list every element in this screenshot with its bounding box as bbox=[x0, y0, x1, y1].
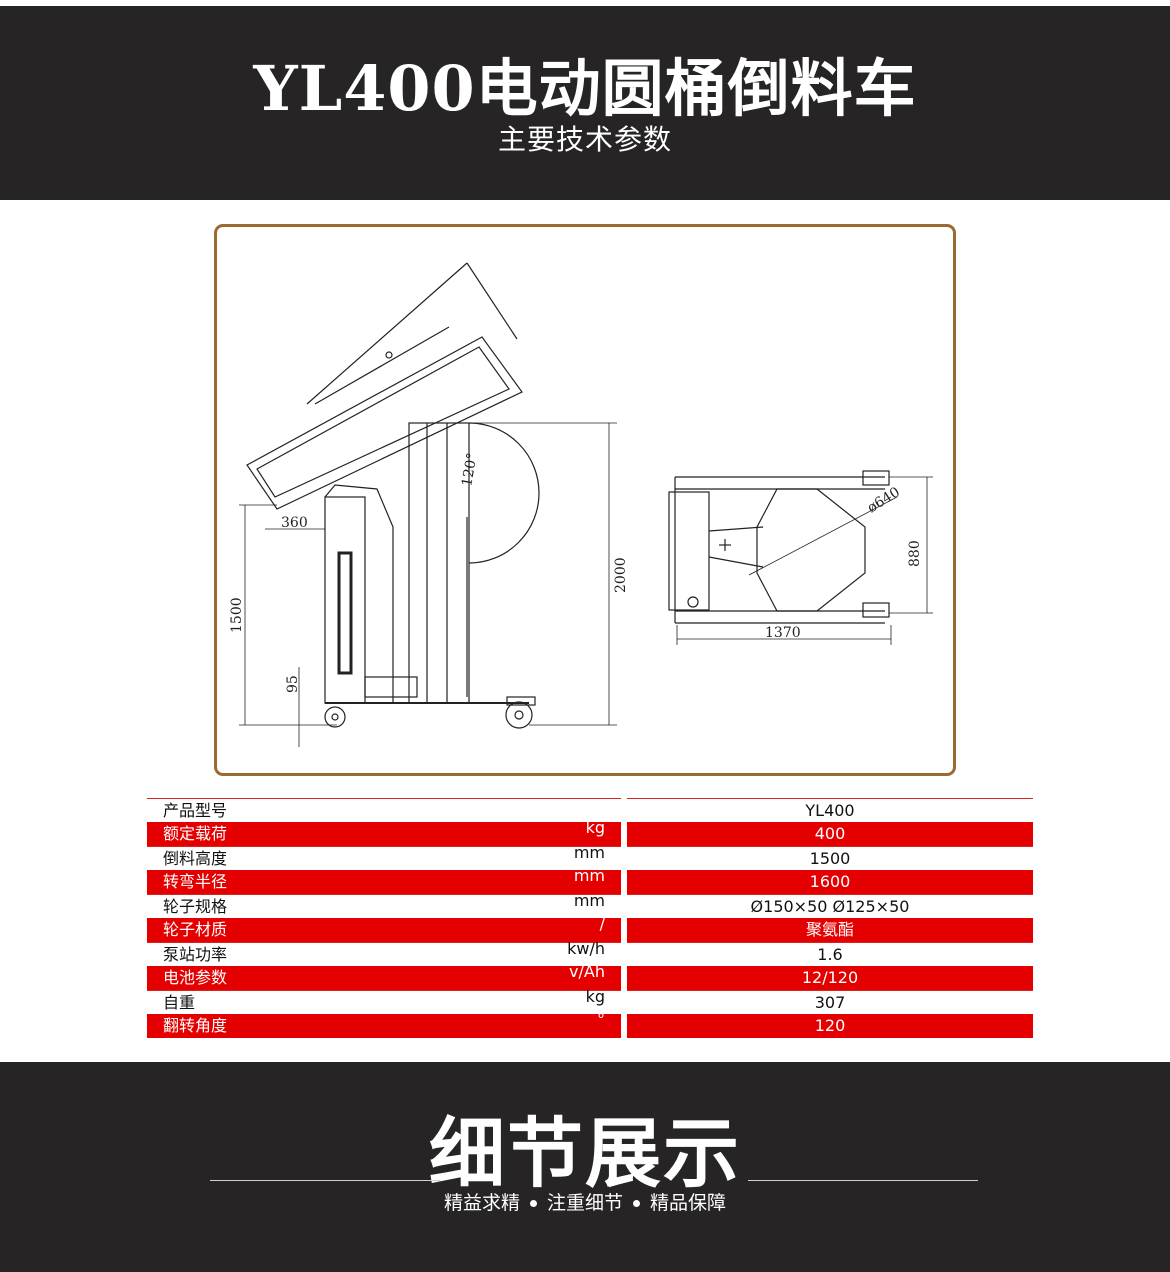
spec-table: 产品型号 YL400 额定载荷 kg 400 倒料高度 mm 1500 转弯半径 mm… bbox=[147, 798, 1033, 1038]
spec-value: 1600 bbox=[627, 870, 1033, 894]
spec-unit: / bbox=[599, 914, 605, 933]
spec-name: 自重 bbox=[163, 993, 196, 1012]
dim-1500: 1500 bbox=[229, 597, 245, 633]
spec-unit: ° bbox=[597, 1010, 605, 1029]
table-row: 翻转角度 ° 120 bbox=[147, 1010, 1033, 1038]
technical-drawing: 360 1500 95 2000 120° ø640 880 1370 bbox=[229, 262, 933, 747]
dim-360: 360 bbox=[281, 515, 308, 531]
detail-banner bbox=[0, 1062, 1170, 1272]
header-banner bbox=[0, 6, 1170, 200]
spec-value: 400 bbox=[627, 822, 1033, 846]
table-row: 转弯半径 mm 1600 bbox=[147, 866, 1033, 894]
spec-unit: mm bbox=[573, 843, 605, 862]
spec-value: 120 bbox=[627, 1014, 1033, 1038]
table-row: 自重 kg 307 bbox=[147, 987, 1033, 1014]
tagline: 精品保障 bbox=[650, 1192, 727, 1214]
spec-value: 1.6 bbox=[627, 942, 1033, 966]
dim-2000: 2000 bbox=[613, 557, 629, 593]
spec-name: 电池参数 bbox=[163, 968, 228, 987]
table-row: 倒料高度 mm 1500 bbox=[147, 843, 1033, 870]
spec-value: YL400 bbox=[627, 798, 1033, 822]
dim-95: 95 bbox=[285, 675, 301, 693]
spec-unit: kg bbox=[585, 818, 605, 837]
spec-value: Ø150×50 Ø125×50 bbox=[627, 894, 1033, 918]
bullet-dot-icon bbox=[529, 1200, 537, 1207]
tagline: 精益求精 bbox=[443, 1192, 520, 1214]
spec-value: 聚氨酯 bbox=[627, 918, 1033, 942]
spec-value: 1500 bbox=[627, 846, 1033, 870]
page-subtitle: 主要技术参数 bbox=[497, 123, 672, 156]
technical-drawing-frame: 360 1500 95 2000 120° ø640 880 1370 bbox=[214, 224, 956, 776]
tagline: 注重细节 bbox=[546, 1192, 623, 1214]
spec-unit: mm bbox=[573, 866, 605, 885]
table-row: 电池参数 v/Ah 12/120 bbox=[147, 962, 1033, 990]
table-row: 额定载荷 kg 400 bbox=[147, 818, 1033, 846]
table-row: 产品型号 YL400 bbox=[147, 798, 1033, 822]
spec-name: 轮子规格 bbox=[163, 897, 228, 916]
spec-name: 额定载荷 bbox=[163, 824, 228, 843]
table-row: 轮子规格 mm Ø150×50 Ø125×50 bbox=[147, 891, 1033, 918]
spec-unit: v/Ah bbox=[569, 962, 605, 981]
spec-unit: kw/h bbox=[567, 939, 605, 958]
spec-unit: kg bbox=[585, 987, 605, 1006]
spec-unit: mm bbox=[573, 891, 605, 910]
top-view bbox=[668, 470, 933, 645]
table-row: 泵站功率 kw/h 1.6 bbox=[147, 939, 1033, 966]
side-view bbox=[239, 262, 617, 747]
spec-name: 泵站功率 bbox=[163, 945, 228, 964]
spec-value: 307 bbox=[627, 990, 1033, 1014]
spec-name: 翻转角度 bbox=[163, 1016, 228, 1035]
bullet-dot-icon bbox=[633, 1200, 640, 1207]
divider-left bbox=[210, 1180, 440, 1181]
divider-right bbox=[748, 1180, 978, 1181]
dim-120-degree: 120° bbox=[459, 452, 481, 488]
spec-name: 倒料高度 bbox=[163, 849, 228, 868]
spec-name: 轮子材质 bbox=[163, 920, 228, 939]
spec-name: 产品型号 bbox=[163, 801, 228, 820]
spec-name: 转弯半径 bbox=[163, 872, 228, 891]
page-title: YL400电动圆桶倒料车 bbox=[253, 52, 917, 125]
detail-taglines: 精益求精 注重细节 精品保障 bbox=[0, 1188, 1170, 1215]
dim-880: 880 bbox=[907, 540, 923, 567]
dim-1370: 1370 bbox=[765, 625, 801, 641]
table-row: 轮子材质 / 聚氨酯 bbox=[147, 914, 1033, 942]
spec-value: 12/120 bbox=[627, 966, 1033, 990]
detail-title: 细节展示 bbox=[429, 1109, 741, 1198]
